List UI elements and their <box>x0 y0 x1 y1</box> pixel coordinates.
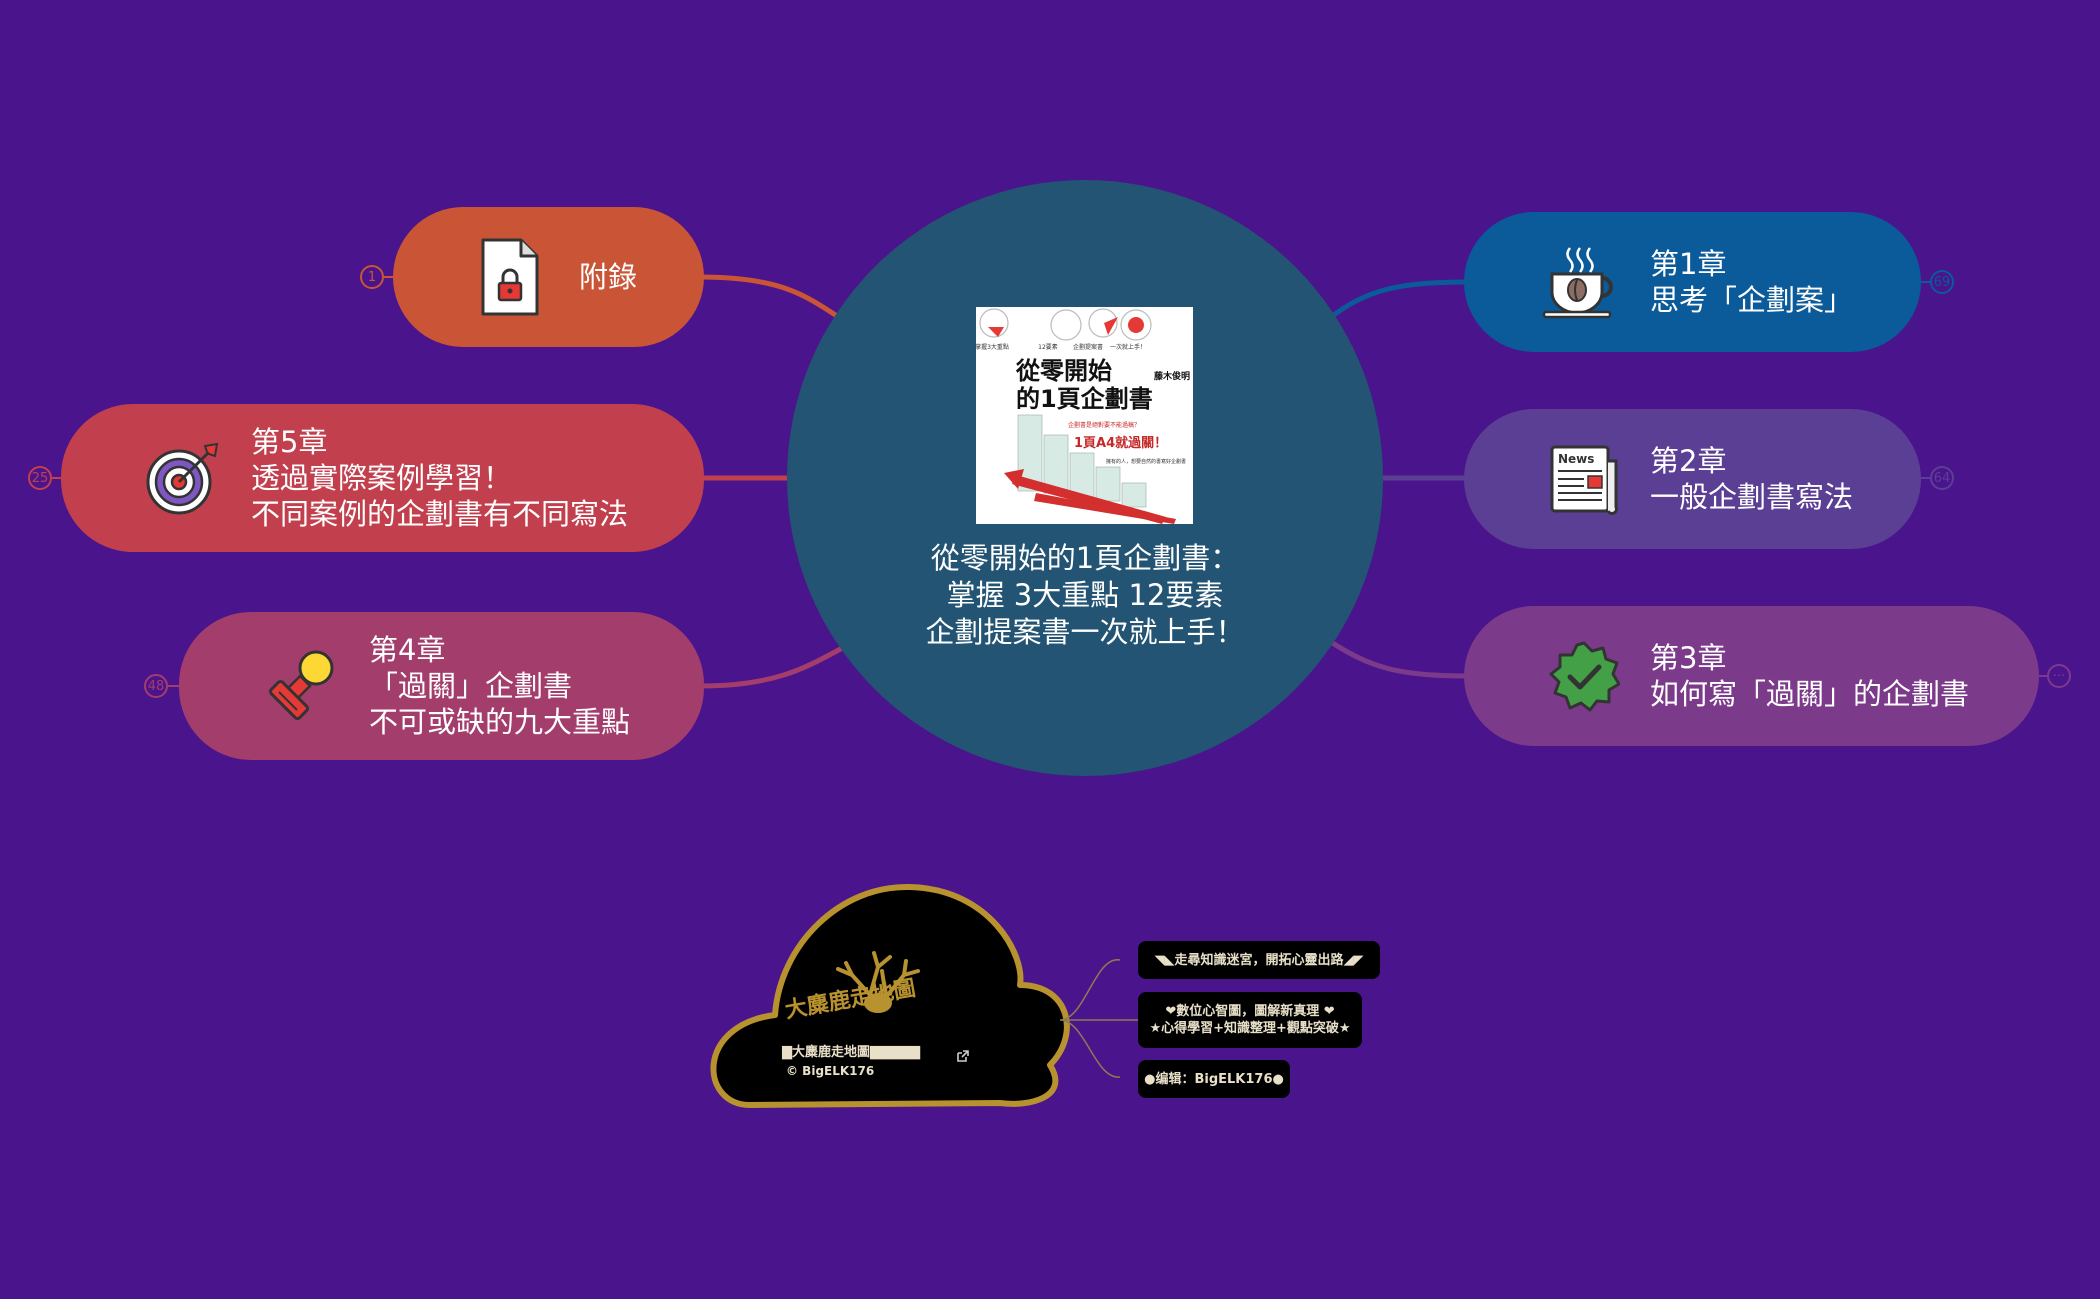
node-chapter-3[interactable]: 第3章 如何寫「過關」的企劃書 <box>1464 606 2039 746</box>
node-chapter-5-badge[interactable]: 25 <box>28 466 52 490</box>
cover-side-text: 企劃書是絕對要不能過稿？ <box>1068 421 1140 429</box>
node-appendix-text: 附錄 <box>579 259 637 295</box>
coffee-cup-icon <box>1540 244 1620 320</box>
cover-top-label-1: 掌握3大重點 <box>975 343 1009 351</box>
stamp-icon <box>263 648 339 724</box>
node-chapter-5-line-3: 不同案例的企劃書有不同寫法 <box>251 497 629 531</box>
footer-item-3[interactable]: ●编辑：BigELK176● <box>1138 1060 1290 1098</box>
external-link-icon[interactable] <box>957 1050 969 1062</box>
connector-appendix <box>699 274 842 321</box>
footer-item-1-line-1: ◥◣走尋知識迷宮，開拓心靈出路◢◤ <box>1154 952 1364 968</box>
cover-top-label-2: 12要素 <box>1038 343 1058 351</box>
node-chapter-5-line-1: 第5章 <box>251 425 328 459</box>
footer-item-2-line-2: ★心得學習+知識整理+觀點突破★ <box>1149 1021 1351 1036</box>
node-chapter-4[interactable]: 第4章 「過關」企劃書 不可或缺的九大重點 <box>179 612 704 760</box>
footer-item-2-line-1: ❤數位心智圖，圖解新真理 ❤ <box>1165 1004 1335 1019</box>
node-chapter-1-text: 第1章 思考「企劃案」 <box>1650 246 1853 318</box>
node-chapter-4-line-2: 「過關」企劃書 <box>369 669 573 703</box>
footer-site-name: ▇大麋鹿走地圖▇▇▇▇▇ <box>781 1044 921 1060</box>
cover-red-arrows <box>1004 469 1176 524</box>
center-title-line-3: 企劃提案書一次就上手！ <box>925 615 1245 649</box>
verified-badge-icon <box>1548 640 1620 712</box>
node-chapter-3-badge[interactable]: ··· <box>2047 664 2071 688</box>
connector-ch3 <box>1326 637 1466 679</box>
connectors <box>52 274 2048 689</box>
connector-ch4 <box>699 642 850 689</box>
node-chapter-4-line-1: 第4章 <box>369 633 446 667</box>
cover-small-text: 擁有的人，想要自然的書寫好企劃書 <box>1106 458 1186 465</box>
book-cover-image: 掌握3大重點 12要素 企劃提案書 一次就上手！ 藤木俊明 從零開始 的1頁企劃… <box>975 307 1193 524</box>
node-chapter-1[interactable]: 第1章 思考「企劃案」 <box>1464 212 1921 352</box>
node-appendix[interactable]: 附錄 <box>393 207 704 347</box>
node-chapter-3-line-1: 第3章 <box>1650 641 1727 675</box>
footer-connectors <box>1059 959 1140 1078</box>
node-chapter-4-line-3: 不可或缺的九大重點 <box>369 705 631 739</box>
node-chapter-2-line-1: 第2章 <box>1650 444 1727 478</box>
cover-banner: 1頁A4就過關！ <box>1074 435 1167 451</box>
node-appendix-line-1: 附錄 <box>579 260 638 294</box>
footer-copyright: © BigELK176 <box>786 1064 874 1078</box>
cover-top-label-4: 一次就上手！ <box>1110 343 1146 351</box>
footer-cloud-shape[interactable] <box>710 883 1070 1108</box>
node-chapter-2-text: 第2章 一般企劃書寫法 <box>1650 443 1853 515</box>
target-icon <box>145 440 221 516</box>
node-chapter-2[interactable]: News 第2章 一般企劃書寫法 <box>1464 409 1921 549</box>
cover-title-line-1: 從零開始 <box>1015 357 1112 385</box>
connector-ch1 <box>1328 279 1466 320</box>
newspaper-icon: News <box>1548 441 1620 517</box>
node-chapter-1-line-1: 第1章 <box>1650 247 1727 281</box>
node-chapter-3-text: 第3章 如何寫「過關」的企劃書 <box>1650 640 1969 712</box>
node-appendix-badge[interactable]: 1 <box>360 265 384 289</box>
center-title-line-2: 掌握 3大重點 12要素 <box>946 578 1224 612</box>
elk-antler-icon <box>836 951 920 999</box>
center-topic-title: 從零開始的1頁企劃書： 掌握 3大重點 12要素 企劃提案書一次就上手！ <box>885 540 1285 651</box>
node-chapter-4-badge[interactable]: 48 <box>144 674 168 698</box>
node-chapter-5-line-2: 透過實際案例學習！ <box>251 461 513 495</box>
cover-title-line-2: 的1頁企劃書 <box>1016 385 1153 413</box>
node-chapter-3-line-2: 如何寫「過關」的企劃書 <box>1650 677 1970 711</box>
footer-item-2[interactable]: ❤數位心智圖，圖解新真理 ❤ ★心得學習+知識整理+觀點突破★ <box>1138 992 1362 1048</box>
node-chapter-2-line-2: 一般企劃書寫法 <box>1650 480 1854 514</box>
node-chapter-5[interactable]: 第5章 透過實際案例學習！ 不同案例的企劃書有不同寫法 <box>61 404 704 552</box>
svg-text:News: News <box>1558 452 1594 466</box>
node-chapter-4-text: 第4章 「過關」企劃書 不可或缺的九大重點 <box>369 632 630 740</box>
lock-file-icon <box>477 237 543 317</box>
node-chapter-1-badge[interactable]: 69 <box>1930 270 1954 294</box>
footer-item-1[interactable]: ◥◣走尋知識迷宮，開拓心靈出路◢◤ <box>1138 941 1380 979</box>
cover-bar-steps <box>1017 414 1147 508</box>
cover-author: 藤木俊明 <box>1154 370 1190 382</box>
node-chapter-5-text: 第5章 透過實際案例學習！ 不同案例的企劃書有不同寫法 <box>251 424 628 532</box>
node-chapter-1-line-2: 思考「企劃案」 <box>1650 283 1854 317</box>
footer-cloud-group: 大麋鹿走地圖 ▇大麋鹿走地圖▇▇▇▇▇ © BigELK176 <box>710 883 1140 1108</box>
footer-item-3-line-1: ●编辑：BigELK176● <box>1144 1071 1284 1087</box>
cover-top-label-3: 企劃提案書 <box>1073 343 1103 351</box>
node-chapter-2-badge[interactable]: 64 <box>1930 466 1954 490</box>
center-title-line-1: 從零開始的1頁企劃書： <box>930 541 1240 575</box>
